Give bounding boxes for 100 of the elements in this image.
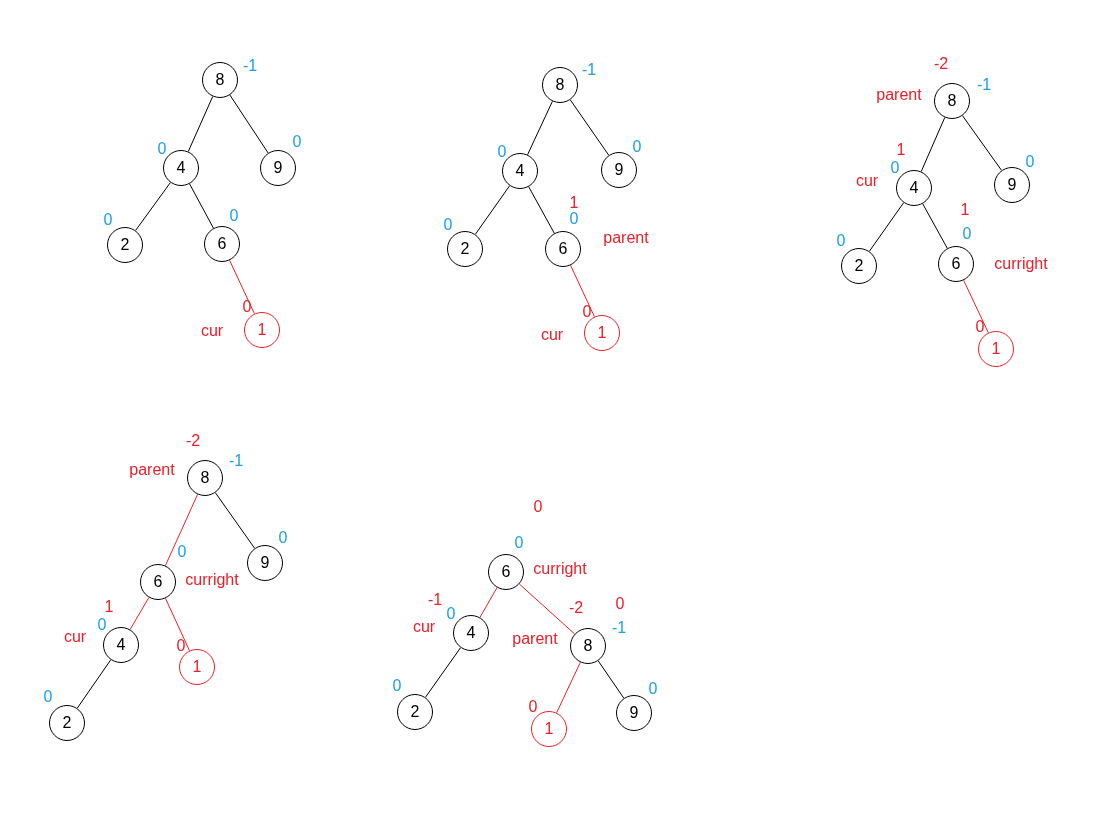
tree-edge: [76, 659, 112, 709]
tree-node: [397, 694, 433, 730]
tree-edge: [868, 202, 905, 252]
balance-factor: 0: [242, 299, 252, 315]
node-key: 6: [501, 564, 511, 580]
balance-factor: 0: [177, 544, 187, 560]
pointer-label: parent: [129, 462, 175, 478]
tree-node: [244, 312, 280, 348]
node-key: 2: [410, 704, 420, 720]
tree-edge: [479, 587, 498, 618]
balance-factor: 0: [514, 535, 524, 551]
node-key: 9: [273, 160, 283, 176]
pointer-label: curright: [994, 256, 1048, 272]
balance-factor: 0: [528, 699, 538, 715]
tree-node: [601, 152, 637, 188]
balance-factor: -1: [611, 620, 627, 636]
pointer-label: cur: [63, 629, 87, 645]
balance-factor: 0: [962, 226, 972, 242]
tree-edge: [920, 117, 946, 172]
tree-edge: [963, 279, 989, 334]
tree-edge: [570, 264, 595, 318]
balance-factor: 0: [836, 233, 846, 249]
node-key: 9: [629, 705, 639, 721]
tree-edge: [129, 597, 150, 630]
tree-edge: [597, 660, 625, 699]
node-key: 2: [460, 241, 470, 257]
tree-edge: [229, 94, 269, 154]
pointer-label: curright: [533, 561, 587, 577]
balance-factor: -2: [568, 600, 584, 616]
node-key: 6: [951, 256, 961, 272]
tree-edge: [165, 597, 190, 652]
tree-node: [934, 83, 970, 119]
node-key: 9: [1007, 177, 1017, 193]
tree-node: [584, 315, 620, 351]
balance-factor: -1: [242, 58, 258, 74]
node-key: 1: [597, 325, 607, 341]
node-key: 8: [555, 77, 565, 93]
node-key: 1: [257, 322, 267, 338]
node-key: 4: [466, 625, 476, 641]
tree-node: [570, 628, 606, 664]
balance-factor: -2: [185, 433, 201, 449]
balance-factor: 0: [392, 678, 402, 694]
pointer-label: parent: [603, 230, 649, 246]
balance-factor: 0: [648, 681, 658, 697]
balance-factor: 0: [292, 134, 302, 150]
balance-factor: 0: [497, 144, 507, 160]
node-key: 4: [909, 180, 919, 196]
node-key: 8: [947, 93, 957, 109]
balance-factor: 0: [1025, 154, 1035, 170]
balance-factor: -1: [228, 453, 244, 469]
tree-node: [247, 545, 283, 581]
node-key: 1: [192, 659, 202, 675]
pointer-label: cur: [200, 323, 224, 339]
tree-edge: [135, 182, 171, 231]
tree-edge: [164, 493, 199, 567]
tree-edge: [528, 186, 555, 234]
node-key: 6: [217, 236, 227, 252]
node-key: 9: [614, 162, 624, 178]
tree-edge: [961, 115, 1003, 171]
tree-node: [140, 564, 176, 600]
node-key: 2: [854, 258, 864, 274]
balance-factor: 0: [632, 139, 642, 155]
tree-node: [453, 615, 489, 651]
tree-node: [187, 460, 223, 496]
tree-node: [994, 167, 1030, 203]
tree-edge: [229, 259, 255, 315]
tree-node: [260, 150, 296, 186]
balance-factor: -1: [427, 592, 443, 608]
tree-node: [179, 649, 215, 685]
tree-edge: [189, 183, 214, 229]
node-key: 6: [558, 241, 568, 257]
tree-node: [978, 331, 1014, 367]
tree-node: [616, 695, 652, 731]
tree-node: [938, 246, 974, 282]
tree-node: [841, 248, 877, 284]
balance-factor: 1: [104, 599, 114, 615]
balance-factor: 0: [278, 530, 288, 546]
tree-edge: [214, 492, 256, 549]
pointer-label: parent: [876, 87, 922, 103]
tree-edge: [518, 583, 576, 635]
balance-factor: 0: [157, 141, 167, 157]
node-key: 8: [583, 638, 593, 654]
balance-factor: 0: [975, 319, 985, 335]
tree-edge: [569, 99, 610, 156]
balance-factor: 0: [446, 606, 456, 622]
tree-node: [545, 231, 581, 267]
balance-factor: 0: [890, 160, 900, 176]
tree-edge: [527, 100, 553, 156]
node-key: 1: [544, 721, 554, 737]
tree-node: [202, 62, 238, 98]
balance-factor: 1: [960, 202, 970, 218]
balance-factor: 0: [443, 217, 453, 233]
tree-node: [542, 67, 578, 103]
node-key: 4: [515, 163, 525, 179]
tree-node: [204, 226, 240, 262]
pointer-label: parent: [512, 631, 558, 647]
balance-factor: 0: [533, 499, 543, 515]
balance-factor: 0: [582, 304, 592, 320]
balance-factor: 0: [97, 617, 107, 633]
pointer-label: cur: [855, 173, 879, 189]
